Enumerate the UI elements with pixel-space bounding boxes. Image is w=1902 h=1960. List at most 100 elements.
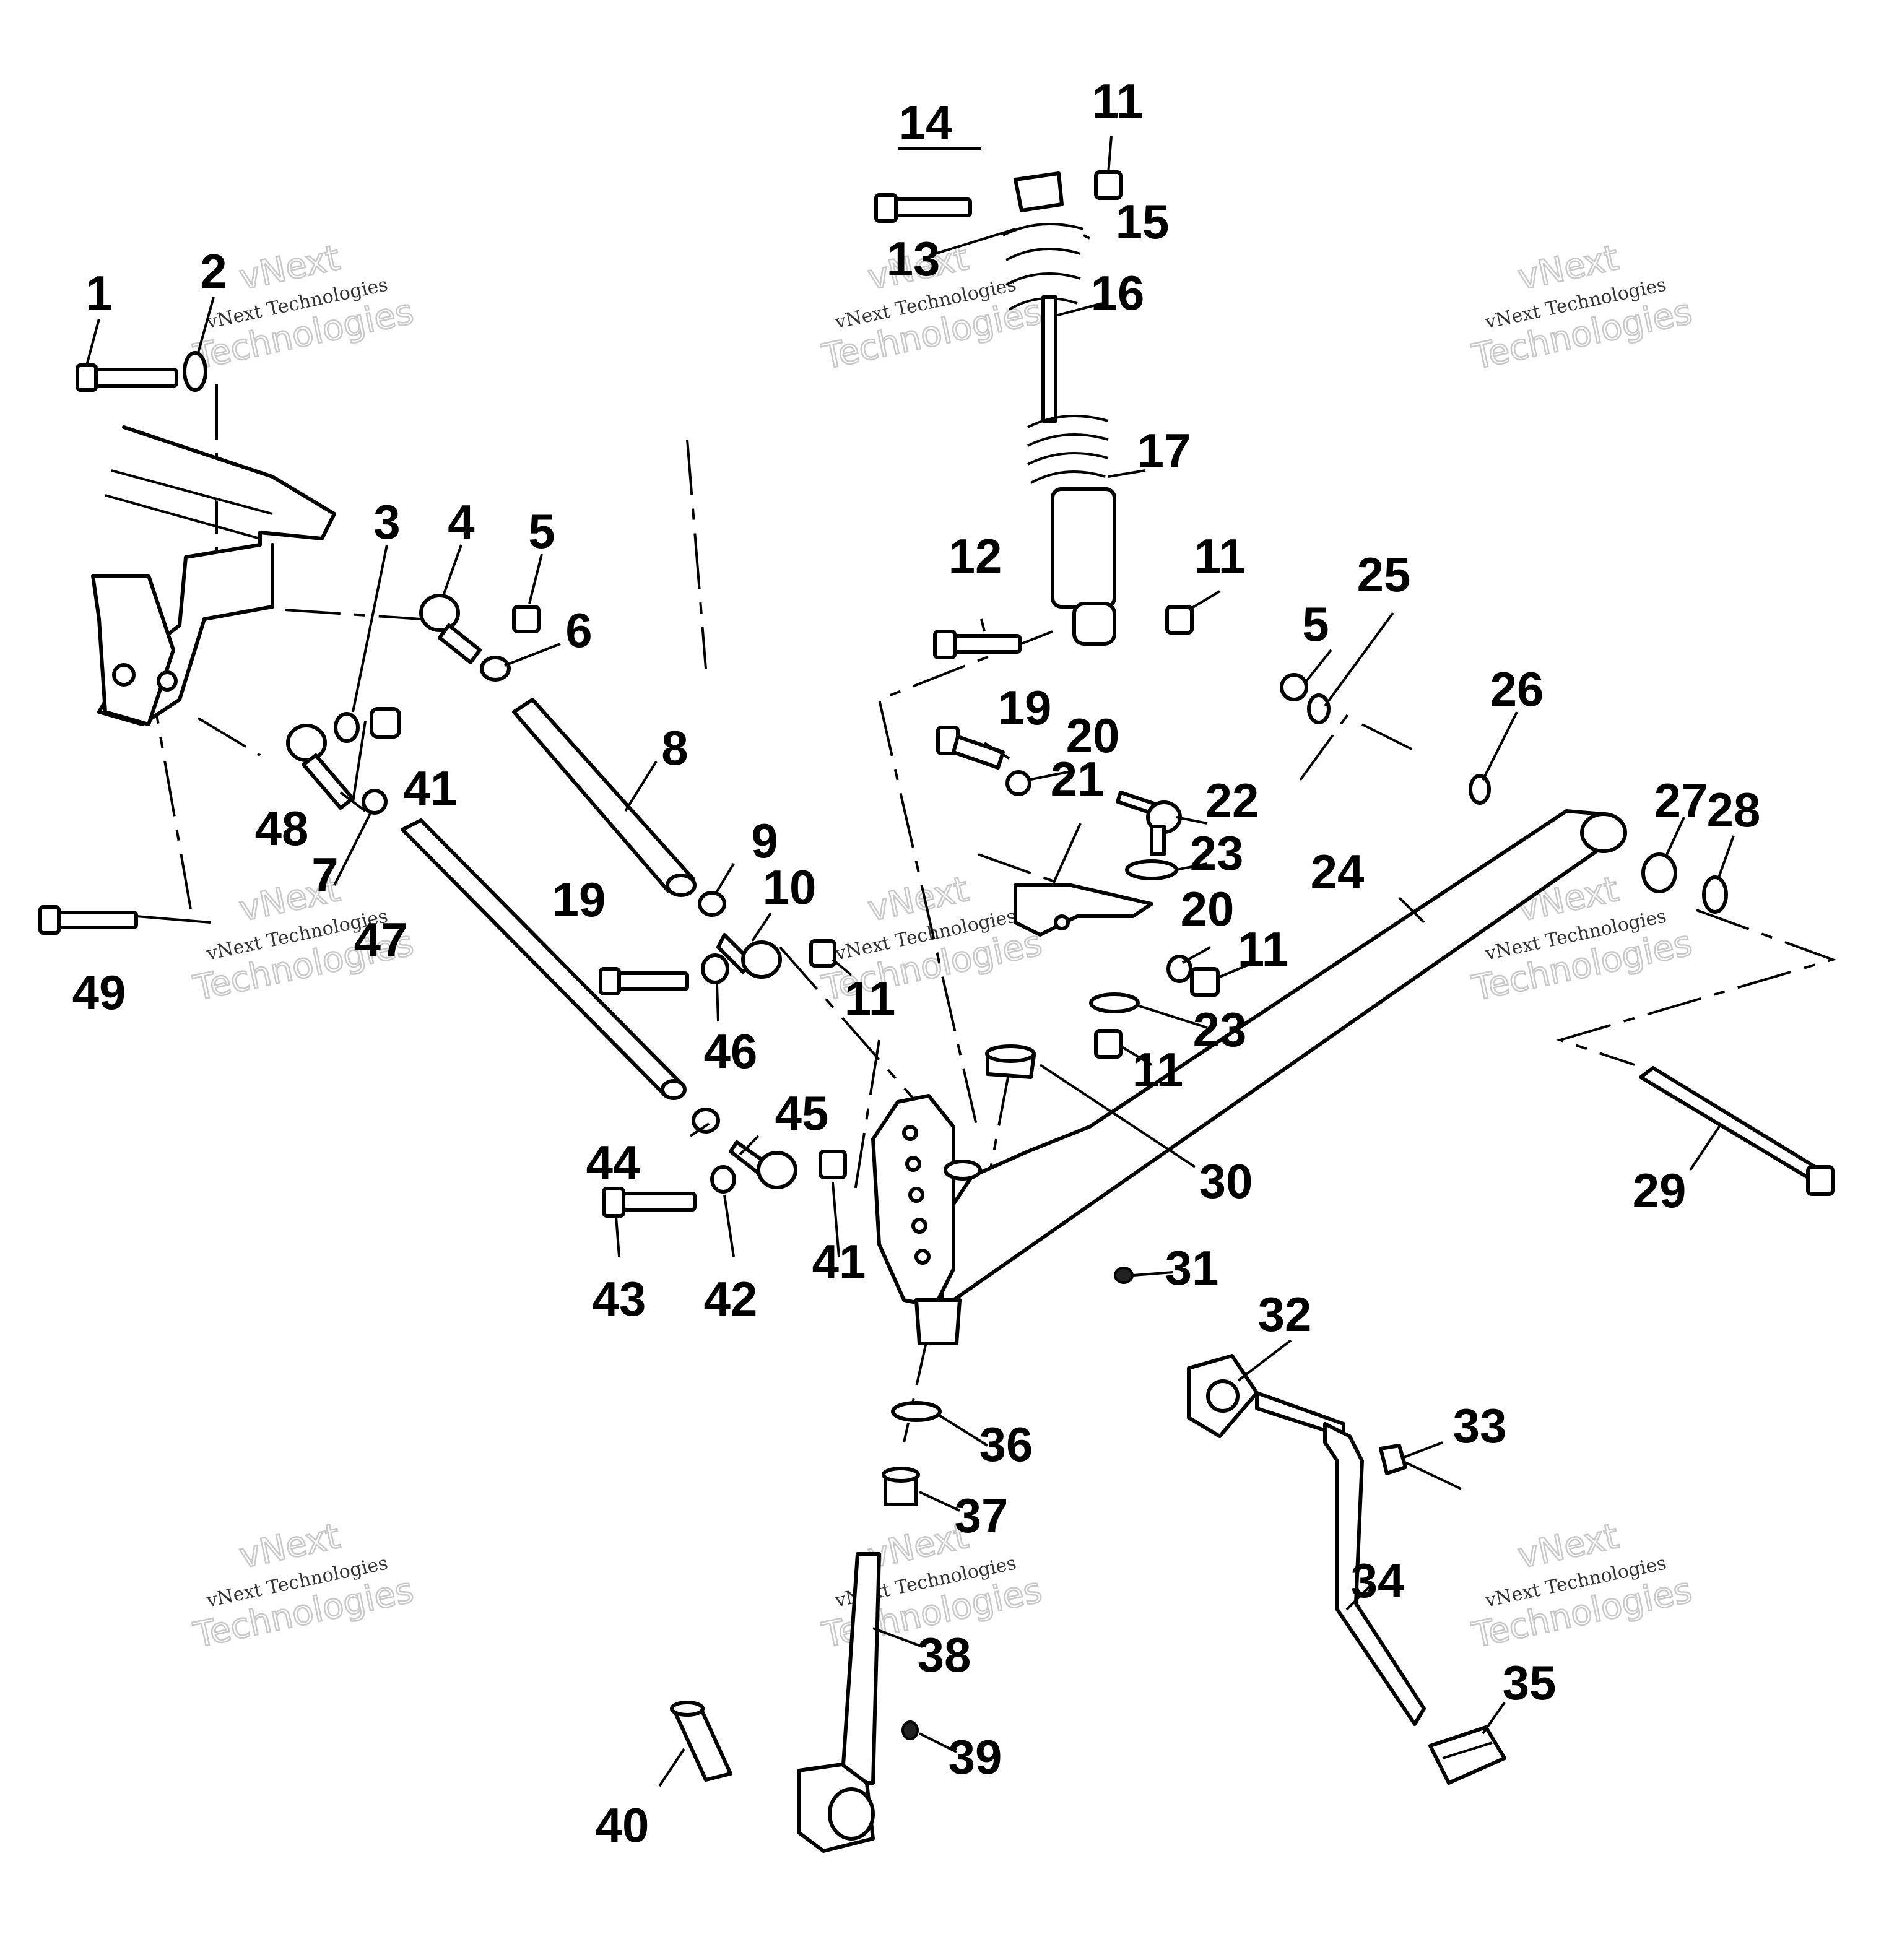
callout-40: 40 [596, 1798, 649, 1852]
bushing-37 [882, 1467, 920, 1506]
callout-4: 4 [448, 495, 474, 549]
callout-23-1: 23 [1190, 826, 1244, 880]
callout-6: 6 [565, 603, 592, 657]
callout-49: 49 [72, 965, 126, 1020]
leader-lines [85, 136, 1735, 1787]
callout-11-5: 11 [1132, 1043, 1183, 1097]
callout-23-2: 23 [1193, 1002, 1247, 1057]
bolt-19b [936, 726, 1005, 770]
nut-41b [819, 1150, 847, 1179]
callout-43: 43 [593, 1272, 646, 1326]
pedal-pad-35 [1428, 1725, 1506, 1785]
callout-26: 26 [1490, 662, 1544, 716]
nut-11d [1190, 967, 1220, 997]
callout-30: 30 [1199, 1154, 1253, 1208]
washer-23b [1089, 992, 1140, 1013]
nut-11a [809, 939, 836, 968]
callout-32: 32 [1258, 1287, 1312, 1342]
callout-24: 24 [1311, 844, 1365, 899]
callout-20-2: 20 [1181, 882, 1235, 936]
nut-11c [1165, 605, 1194, 635]
washer-23a [1125, 859, 1178, 880]
washer-46 [701, 953, 729, 984]
callout-28: 28 [1707, 783, 1761, 837]
bolt-19a [599, 967, 689, 995]
callout-11-2: 11 [1194, 529, 1245, 583]
frame-bracket [91, 425, 336, 726]
callout-13: 13 [887, 232, 940, 286]
a-arm-24 [871, 809, 1627, 1345]
callout-35: 35 [1503, 1655, 1557, 1710]
callout-19-1: 19 [998, 680, 1052, 735]
tube-8 [512, 698, 697, 897]
washer-25 [1307, 693, 1331, 724]
washer-20a [1005, 770, 1031, 796]
callout-1: 1 [85, 266, 112, 320]
nut-9 [698, 891, 726, 917]
callout-5-1: 5 [528, 504, 555, 558]
bushing-30 [985, 1044, 1036, 1079]
bolt-14 [874, 193, 972, 223]
bushing-3 [334, 712, 360, 743]
rod-end-45 [729, 1140, 797, 1189]
grease-fitting-39 [901, 1720, 919, 1740]
callout-14: 14 [899, 95, 953, 150]
snap-ring-28 [1702, 875, 1728, 914]
callout-41-2: 41 [812, 1234, 866, 1289]
bolt-12 [933, 630, 1022, 659]
callout-29: 29 [1633, 1163, 1687, 1218]
rod-end-4 [419, 594, 482, 664]
o-ring-36 [891, 1401, 942, 1422]
callout-2: 2 [200, 244, 227, 298]
tie-rod-47 [401, 818, 687, 1100]
callout-45: 45 [775, 1086, 829, 1140]
callout-17: 17 [1137, 423, 1191, 478]
nut-44 [692, 1108, 720, 1134]
nut-11e [1094, 1029, 1123, 1059]
callout-11-1: 11 [1092, 74, 1143, 128]
callout-48: 48 [255, 801, 309, 856]
callout-41-1: 41 [404, 761, 458, 815]
nut-5b [1280, 673, 1308, 701]
bolt-1 [76, 363, 178, 392]
callout-5-2: 5 [1302, 597, 1329, 651]
callout-37: 37 [955, 1488, 1009, 1543]
rod-end-48 [286, 724, 355, 810]
bolt-43 [602, 1187, 697, 1218]
callout-10: 10 [763, 860, 817, 914]
callout-11-4: 11 [1238, 922, 1288, 976]
callout-34: 34 [1351, 1553, 1405, 1608]
callout-9: 9 [751, 813, 778, 868]
callout-39: 39 [949, 1730, 1002, 1784]
pivot-bolt-29 [1639, 1066, 1835, 1196]
nut-7 [362, 789, 388, 815]
callout-3: 3 [373, 495, 400, 549]
callout-42: 42 [704, 1272, 758, 1326]
washer-2 [183, 351, 207, 392]
pedal-rod-33 [1379, 1444, 1462, 1490]
callout-38: 38 [918, 1628, 971, 1682]
callout-21: 21 [1051, 752, 1105, 806]
callout-27: 27 [1654, 773, 1708, 828]
nut-41a [370, 707, 401, 739]
callout-8: 8 [661, 721, 688, 775]
callout-15: 15 [1116, 194, 1170, 249]
callout-25: 25 [1357, 547, 1411, 602]
grease-fitting-31 [1114, 1267, 1134, 1284]
washer-26 [1469, 774, 1491, 805]
callout-44: 44 [586, 1135, 640, 1190]
callout-33: 33 [1453, 1398, 1507, 1453]
callout-16: 16 [1091, 266, 1145, 320]
callout-11-3: 11 [845, 971, 895, 1026]
rod-end-10 [716, 933, 782, 979]
pedal-arm-34 [1323, 1422, 1426, 1726]
bushing-27 [1641, 852, 1677, 893]
shock-absorber [1002, 171, 1116, 646]
callout-46: 46 [704, 1024, 758, 1078]
